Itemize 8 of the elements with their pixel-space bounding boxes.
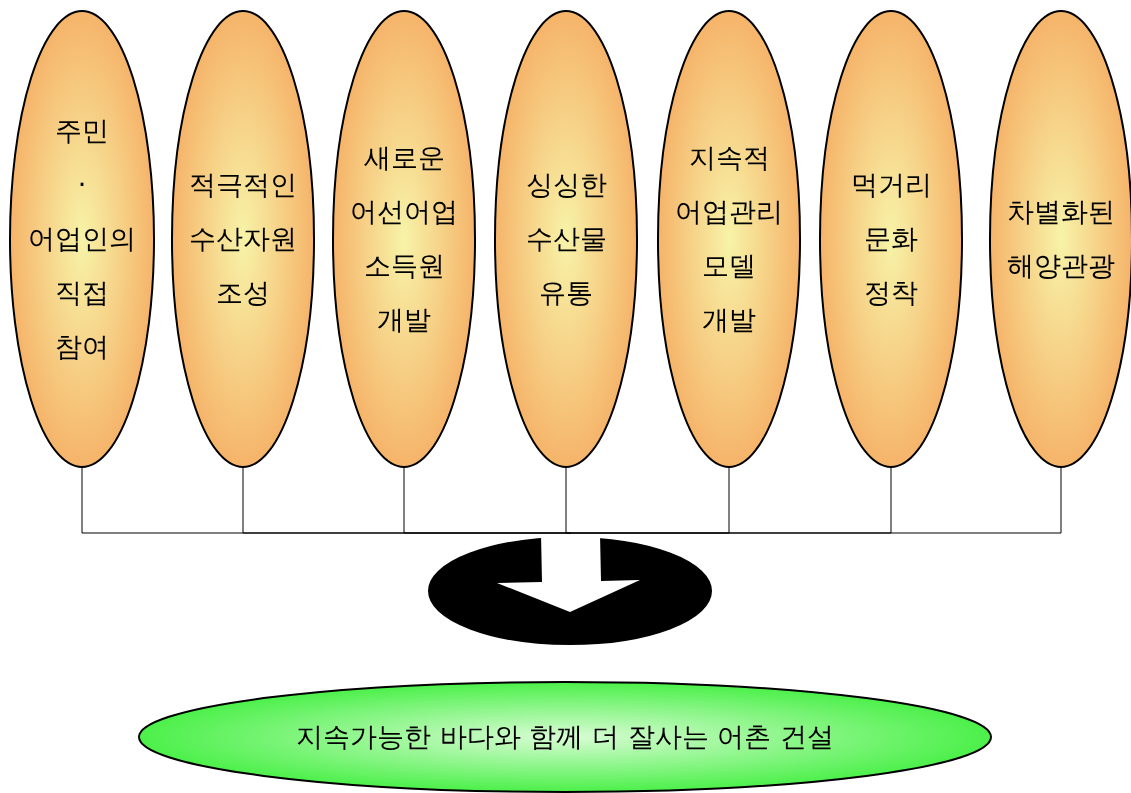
ellipse-label: 먹거리 문화 정착 xyxy=(850,168,932,310)
ellipse-label: 적극적인 수산자원 조성 xyxy=(189,168,297,310)
ellipse-label: 차별화된 해양관광 xyxy=(1007,195,1115,283)
ellipse-label: 지속적 어업관리 모델 개발 xyxy=(675,141,783,337)
ellipse-label: 싱싱한 수산물 유통 xyxy=(525,168,607,310)
goal-text: 지속가능한 바다와 함께 더 잘사는 어촌 건설 xyxy=(296,720,834,754)
ellipse-label: 새로운 어선어업 소득원 개발 xyxy=(350,141,458,337)
ellipse-label: 주민 · 어업인의 직접 참여 xyxy=(28,114,136,364)
